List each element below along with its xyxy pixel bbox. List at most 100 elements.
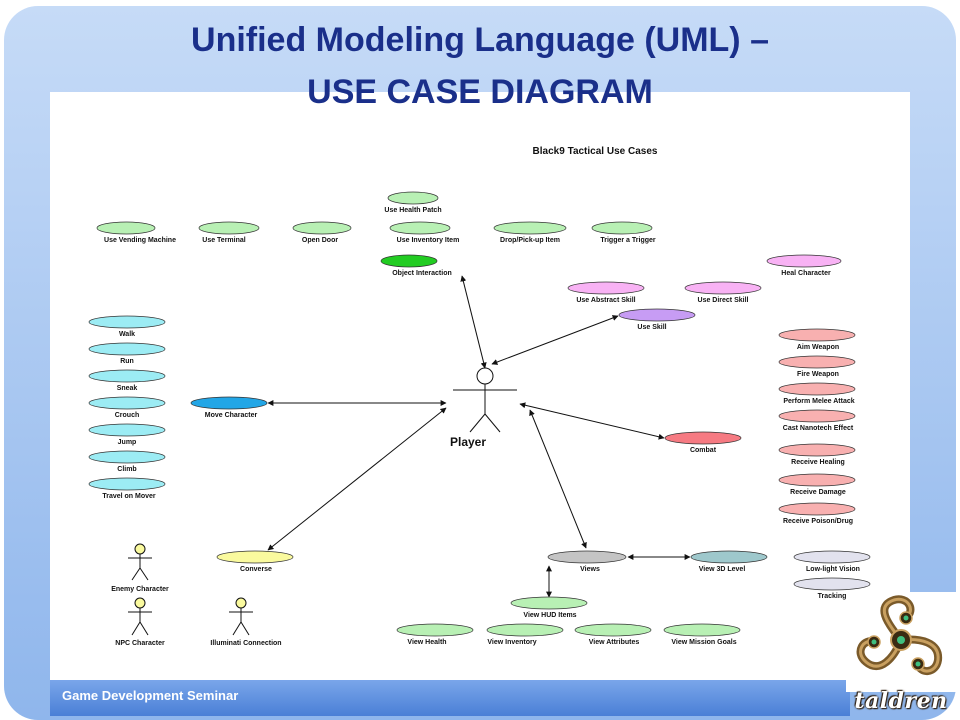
svg-text:Open Door: Open Door [302, 237, 338, 244]
diagram-title: Black9 Tactical Use Cases [533, 146, 658, 157]
use-case-use-skill: Use Skill [618, 308, 696, 331]
use-case-climb: Climb [88, 450, 166, 473]
svg-text:Low-light Vision: Low-light Vision [806, 566, 860, 573]
taldren-logo: taldren [846, 592, 956, 720]
svg-text:Move Character: Move Character [205, 412, 258, 419]
use-case-lowlight-vision: Low-light Vision [793, 550, 871, 573]
svg-text:Aim Weapon: Aim Weapon [797, 344, 839, 351]
svg-text:Use Direct Skill: Use Direct Skill [698, 297, 749, 304]
svg-text:Object Interaction: Object Interaction [392, 270, 452, 277]
svg-text:Use Abstract Skill: Use Abstract Skill [576, 297, 635, 304]
assoc-object-interaction [460, 275, 487, 369]
svg-text:Combat: Combat [690, 447, 717, 454]
assoc-views [529, 409, 587, 549]
triskelion-emblem-icon [846, 592, 956, 692]
use-case-sneak: Sneak [88, 369, 166, 392]
svg-text:Use Terminal: Use Terminal [202, 237, 245, 244]
use-case-perform-melee-attack: Perform Melee Attack [778, 382, 856, 405]
use-case-use-health-patch: Use Health Patch [384, 191, 442, 214]
use-case-view-mission-goals: View Mission Goals [663, 623, 741, 646]
use-case-views: Views [547, 550, 627, 573]
use-case-receive-damage: Receive Damage [778, 473, 856, 496]
svg-text:Heal Character: Heal Character [781, 270, 831, 277]
actor-illuminati-connection-label: Illuminati Connection [210, 640, 281, 647]
use-case-converse: Converse [216, 550, 294, 573]
use-case-jump: Jump [88, 423, 166, 446]
use-case-trigger-a-trigger: Trigger a Trigger [591, 221, 656, 244]
use-case-heal-character: Heal Character [766, 254, 842, 277]
svg-text:Fire Weapon: Fire Weapon [797, 371, 839, 378]
logo-wordmark: taldren [854, 688, 948, 714]
actor-player [453, 367, 517, 433]
use-case-view-3d-level: View 3D Level [690, 550, 768, 573]
svg-text:Climb: Climb [117, 466, 136, 473]
svg-text:Use Inventory Item: Use Inventory Item [397, 237, 460, 244]
use-case-walk: Walk [88, 315, 166, 338]
svg-text:Use Vending Machine: Use Vending Machine [104, 237, 176, 244]
svg-text:Use Skill: Use Skill [637, 324, 666, 331]
actor-enemy-character [128, 543, 152, 581]
svg-text:Trigger a Trigger: Trigger a Trigger [600, 237, 656, 244]
svg-text:Walk: Walk [119, 331, 135, 338]
use-case-move-character: Move Character [190, 396, 268, 419]
actor-player-label: Player [450, 435, 486, 449]
use-case-view-health: View Health [396, 623, 474, 646]
svg-text:Sneak: Sneak [117, 385, 138, 392]
slide-title-line-2: USE CASE DIAGRAM [307, 73, 653, 111]
use-case-drop-pickup-item: Drop/Pick-up Item [493, 221, 567, 244]
svg-text:Travel on Mover: Travel on Mover [102, 493, 156, 500]
use-case-receive-healing: Receive Healing [778, 443, 856, 466]
svg-text:Run: Run [120, 358, 134, 365]
use-case-use-terminal: Use Terminal [198, 221, 260, 244]
use-case-view-hud-items: View HUD Items [510, 596, 588, 619]
use-case-travel-on-mover: Travel on Mover [88, 477, 166, 500]
use-case-use-inventory-item: Use Inventory Item [389, 221, 460, 244]
svg-text:Crouch: Crouch [115, 412, 140, 419]
use-case-open-door: Open Door [292, 221, 352, 244]
svg-text:Cast Nanotech Effect: Cast Nanotech Effect [783, 425, 854, 432]
svg-text:Tracking: Tracking [818, 593, 847, 600]
assoc-combat [519, 402, 665, 440]
svg-text:View Attributes: View Attributes [589, 639, 640, 646]
actor-npc-character-label: NPC Character [115, 640, 165, 647]
use-case-aim-weapon: Aim Weapon [778, 328, 856, 351]
svg-text:View Inventory: View Inventory [487, 639, 536, 646]
use-case-crouch: Crouch [88, 396, 166, 419]
svg-text:View Health: View Health [407, 639, 446, 646]
svg-text:View 3D Level: View 3D Level [699, 566, 746, 573]
actor-enemy-character-label: Enemy Character [111, 586, 169, 593]
use-case-run: Run [88, 342, 166, 365]
svg-text:Converse: Converse [240, 566, 272, 573]
actor-npc-character [128, 597, 152, 636]
svg-text:Use Health Patch: Use Health Patch [384, 207, 441, 214]
svg-text:Receive Poison/Drug: Receive Poison/Drug [783, 518, 853, 525]
assoc-use-skill [491, 315, 619, 365]
use-case-cast-nanotech-effect: Cast Nanotech Effect [778, 409, 856, 432]
footer-text: Game Development Seminar [62, 688, 239, 703]
svg-text:Drop/Pick-up Item: Drop/Pick-up Item [500, 237, 560, 244]
use-case-fire-weapon: Fire Weapon [778, 355, 856, 378]
use-case-use-direct-skill: Use Direct Skill [684, 281, 762, 304]
svg-text:View Mission Goals: View Mission Goals [671, 639, 736, 646]
use-case-view-attributes: View Attributes [574, 623, 652, 646]
svg-text:Receive Damage: Receive Damage [790, 489, 846, 496]
svg-text:Perform Melee Attack: Perform Melee Attack [783, 398, 854, 405]
svg-text:Jump: Jump [118, 439, 137, 446]
use-case-use-vending-machine: Use Vending Machine [96, 221, 176, 244]
use-case-use-abstract-skill: Use Abstract Skill [567, 281, 645, 304]
assoc-converse [267, 407, 447, 551]
svg-text:Views: Views [580, 566, 600, 573]
slide-title-line-1: Unified Modeling Language (UML) – [191, 21, 769, 59]
use-case-combat: Combat [664, 431, 742, 454]
use-case-tracking: Tracking [793, 577, 871, 600]
actor-illuminati-connection [229, 597, 253, 636]
svg-text:View HUD Items: View HUD Items [523, 612, 576, 619]
use-case-object-interaction: Object Interaction [380, 254, 452, 277]
svg-text:Receive Healing: Receive Healing [791, 459, 845, 466]
use-case-view-inventory: View Inventory [486, 623, 564, 646]
associations [267, 275, 691, 598]
use-case-receive-poison-drug: Receive Poison/Drug [778, 502, 856, 525]
